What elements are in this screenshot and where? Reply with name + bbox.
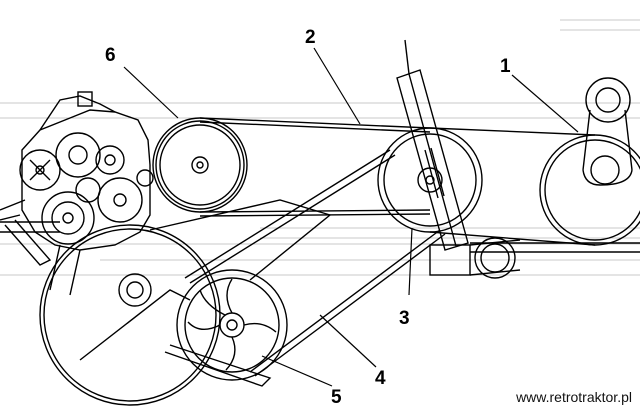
tensioner-column [396,39,521,279]
pulley-5 [176,269,288,381]
engine-block [0,91,154,296]
callout-5: 5 [331,387,342,408]
watermark: www.retrotraktor.pl [516,389,632,405]
pulley-6 [152,117,248,213]
drive-wheel [39,224,221,406]
callout-6: 6 [105,45,116,66]
background-grid [0,19,640,276]
belt-4 [184,149,446,377]
callout-1: 1 [500,56,511,77]
callout-3: 3 [399,308,410,329]
belt-2 [199,117,596,246]
pulley-3 [377,127,483,233]
callout-2: 2 [305,27,316,48]
leader-lines [123,47,579,387]
callout-4: 4 [375,368,386,389]
